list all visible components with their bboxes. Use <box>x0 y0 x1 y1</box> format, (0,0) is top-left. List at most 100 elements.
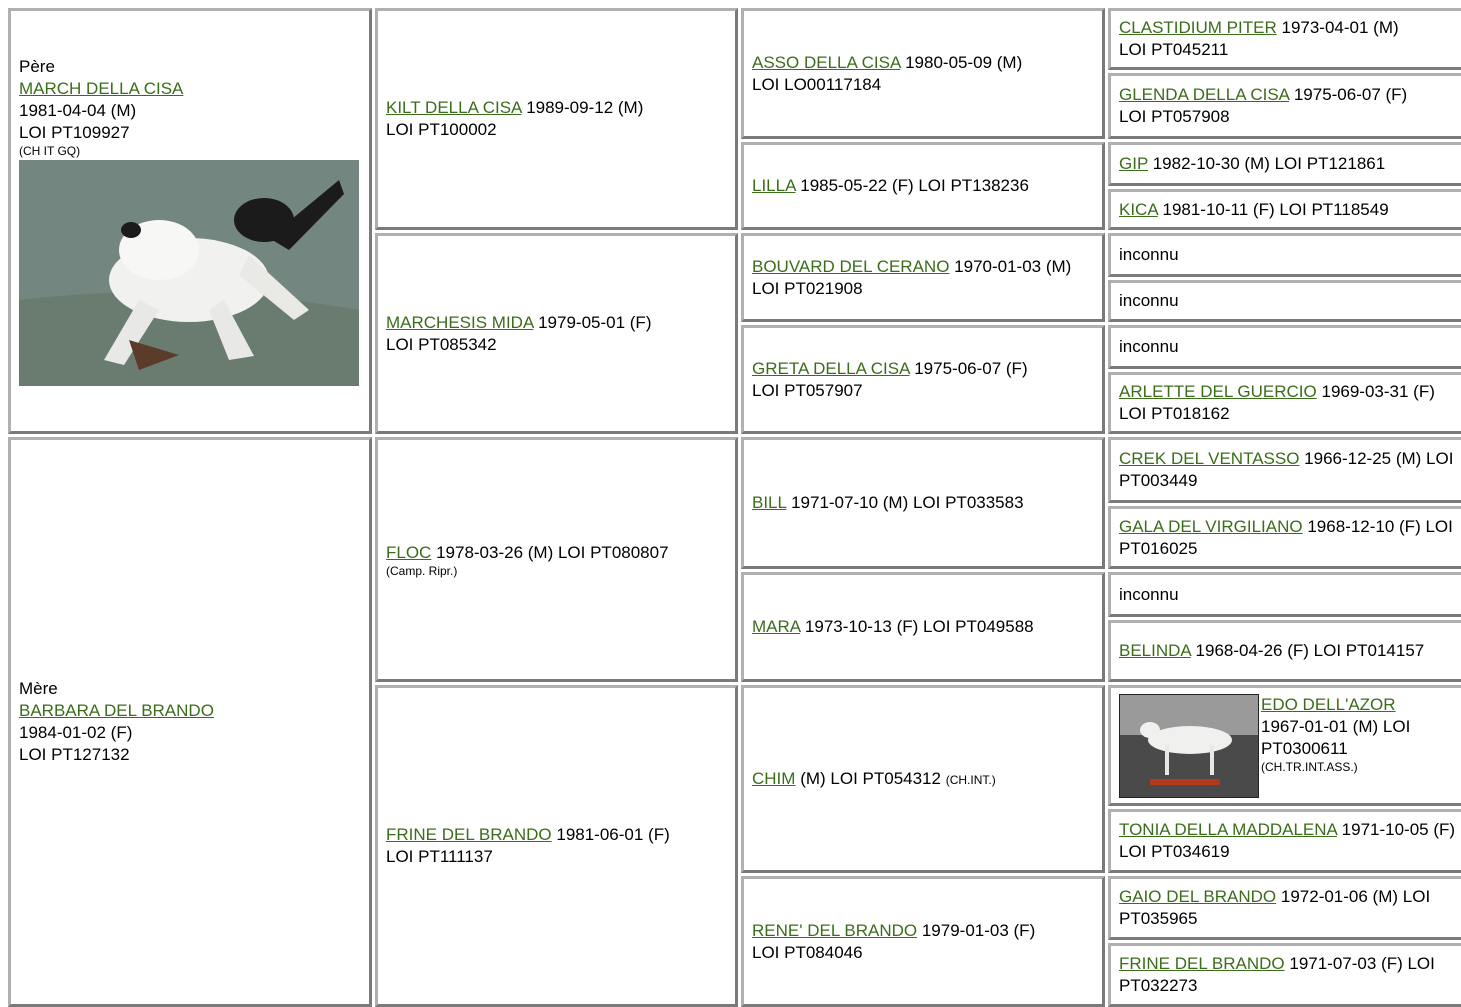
gen3-name-link[interactable]: BOUVARD DEL CERANO <box>752 256 950 276</box>
gen4-info: 1973-04-01 (M) <box>1281 18 1399 37</box>
gen2-cell-1: MARCHESIS MIDA 1979-05-01 (F) LOI PT0853… <box>375 233 738 434</box>
gen4-cell-10: inconnu <box>1108 572 1461 617</box>
gen3-cell-6: CHIM (M) LOI PT054312 (CH.INT.) <box>741 685 1105 873</box>
gen4-cell-1: GLENDA DELLA CISA 1975-06-07 (F) LOI PT0… <box>1108 73 1461 139</box>
unknown-label: inconnu <box>1119 245 1179 264</box>
gen4-title: (CH.TR.INT.ASS.) <box>1261 759 1358 774</box>
gen4-info: 1966-12-25 (M) LOI PT003449 <box>1119 449 1454 490</box>
dam-cell: Mère BARBARA DEL BRANDO 1984-01-02 (F) L… <box>8 437 372 1007</box>
gen3-info: 1985-05-22 (F) LOI PT138236 <box>800 176 1029 195</box>
gen4-loi: LOI PT057908 <box>1119 107 1230 126</box>
unknown-label: inconnu <box>1119 584 1179 604</box>
dam-role-label: Mère <box>19 679 58 698</box>
gen3-name-link[interactable]: GRETA DELLA CISA <box>752 358 910 378</box>
gen4-info: 1982-10-30 (M) LOI PT121861 <box>1152 154 1386 173</box>
gen4-cell-5: inconnu <box>1108 280 1461 322</box>
gen3-loi: LOI LO00117184 <box>752 74 882 94</box>
gen3-name-link[interactable]: BILL <box>752 493 787 512</box>
gen4-cell-0: CLASTIDIUM PITER 1973-04-01 (M) LOI PT04… <box>1108 8 1461 70</box>
gen3-info: 1973-10-13 (F) LOI PT049588 <box>804 617 1034 636</box>
gen3-cell-1: LILLA 1985-05-22 (F) LOI PT138236 <box>741 142 1105 230</box>
gen4-cell-7: ARLETTE DEL GUERCIO 1969-03-31 (F) LOI P… <box>1108 372 1461 434</box>
gen4-cell-9: GALA DEL VIRGILIANO 1968-12-10 (F) LOI P… <box>1108 506 1461 569</box>
gen4-name-link[interactable]: CLASTIDIUM PITER <box>1119 18 1277 37</box>
dam-loi: LOI PT127132 <box>19 745 130 764</box>
gen2-name-link[interactable]: MARCHESIS MIDA <box>386 312 534 332</box>
sire-cell: Père MARCH DELLA CISA 1981-04-04 (M) LOI… <box>8 8 372 434</box>
gen3-info: 1970-01-03 (M) LOI PT021908 <box>752 256 1072 298</box>
sire-role-label: Père <box>19 57 55 76</box>
gen4-info: 1971-07-03 (F) LOI PT032273 <box>1119 954 1435 995</box>
gen4-info: 1981-10-11 (F) LOI PT118549 <box>1162 199 1389 219</box>
gen3-loi: LOI PT084046 <box>752 942 863 962</box>
gen2-cell-0: KILT DELLA CISA 1989-09-12 (M) LOI PT100… <box>375 8 738 230</box>
gen2-loi: LOI PT085342 <box>386 334 497 354</box>
sire-photo <box>19 160 359 386</box>
unknown-label: inconnu <box>1119 291 1179 310</box>
gen4-info: 1975-06-07 (F) <box>1293 85 1408 104</box>
gen4-loi: LOI PT045211 <box>1119 40 1229 59</box>
gen2-name-link[interactable]: FRINE DEL BRANDO <box>386 825 552 844</box>
gen3-cell-2: BOUVARD DEL CERANO 1970-01-03 (M) LOI PT… <box>741 233 1105 322</box>
gen2-title: (Camp. Ripr.) <box>386 563 458 578</box>
gen2-name-link[interactable]: KILT DELLA CISA <box>386 98 522 117</box>
gen4-info: 1969-03-31 (F) LOI PT018162 <box>1119 382 1435 423</box>
gen2-info: 1989-09-12 (M) <box>526 98 644 117</box>
gen3-name-link[interactable]: CHIM <box>752 769 796 788</box>
gen3-info: 1975-06-07 (F) <box>914 358 1028 378</box>
gen2-info: 1979-05-01 (F) <box>538 312 652 332</box>
edo-photo <box>1119 693 1259 798</box>
gen3-info: (M) LOI PT054312 <box>800 769 941 788</box>
gen4-name-link[interactable]: TONIA DELLA MADDALENA <box>1119 820 1337 839</box>
gen4-info: 1968-12-10 (F) LOI PT016025 <box>1119 516 1453 558</box>
gen3-cell-3: GRETA DELLA CISA 1975-06-07 (F) LOI PT05… <box>741 325 1105 434</box>
gen2-name-link[interactable]: FLOC <box>386 542 432 562</box>
gen4-name-link[interactable]: GIP <box>1119 154 1148 173</box>
gen4-cell-11: BELINDA 1968-04-26 (F) LOI PT014157 <box>1108 620 1461 682</box>
gen4-name-link[interactable]: KICA <box>1119 199 1158 219</box>
gen4-name-link[interactable]: EDO DELL'AZOR <box>1261 694 1396 714</box>
sire-name-link[interactable]: MARCH DELLA CISA <box>19 79 184 98</box>
gen4-info: 1968-04-26 (F) LOI PT014157 <box>1195 641 1425 660</box>
gen4-cell-13: TONIA DELLA MADDALENA 1971-10-05 (F) LOI… <box>1108 809 1461 873</box>
gen2-info: 1978-03-26 (M) LOI PT080807 <box>436 542 669 562</box>
gen4-info: 1967-01-01 (M) LOI PT0300611 <box>1261 716 1411 758</box>
gen3-name-link[interactable]: LILLA <box>752 176 796 195</box>
dam-date-sex: 1984-01-02 (F) <box>19 723 133 742</box>
gen4-name-link[interactable]: FRINE DEL BRANDO <box>1119 954 1285 973</box>
gen3-cell-0: ASSO DELLA CISA 1980-05-09 (M) LOI LO001… <box>741 8 1105 139</box>
gen4-cell-2: GIP 1982-10-30 (M) LOI PT121861 <box>1108 142 1461 186</box>
gen3-cell-5: MARA 1973-10-13 (F) LOI PT049588 <box>741 572 1105 682</box>
gen4-info: 1971-10-05 (F) LOI PT034619 <box>1119 820 1456 861</box>
dam-name-link[interactable]: BARBARA DEL BRANDO <box>19 701 214 720</box>
gen4-name-link[interactable]: BELINDA <box>1119 641 1191 660</box>
gen2-loi: LOI PT111137 <box>386 847 493 866</box>
gen3-info: 1971-07-10 (M) LOI PT033583 <box>791 493 1024 512</box>
gen2-loi: LOI PT100002 <box>386 120 497 139</box>
gen2-cell-3: FRINE DEL BRANDO 1981-06-01 (F) LOI PT11… <box>375 685 738 1007</box>
gen4-cell-4: inconnu <box>1108 233 1461 277</box>
gen3-name-link[interactable]: ASSO DELLA CISA <box>752 52 901 72</box>
gen4-cell-15: FRINE DEL BRANDO 1971-07-03 (F) LOI PT03… <box>1108 943 1461 1007</box>
sire-title: (CH IT GQ) <box>19 144 81 158</box>
gen3-name-link[interactable]: RENE' DEL BRANDO <box>752 920 918 940</box>
gen3-info: 1979-01-03 (F) <box>921 920 1036 940</box>
gen3-info: 1980-05-09 (M) <box>905 52 1023 72</box>
gen3-loi: LOI PT057907 <box>752 380 863 400</box>
gen4-name-link[interactable]: GALA DEL VIRGILIANO <box>1119 516 1303 536</box>
gen3-cell-7: RENE' DEL BRANDO 1979-01-03 (F) LOI PT08… <box>741 876 1105 1007</box>
gen4-cell-12: EDO DELL'AZOR 1967-01-01 (M) LOI PT03006… <box>1108 685 1461 806</box>
gen2-cell-2: FLOC 1978-03-26 (M) LOI PT080807 (Camp. … <box>375 437 738 682</box>
sire-date-sex: 1981-04-04 (M) <box>19 101 137 120</box>
gen4-cell-3: KICA 1981-10-11 (F) LOI PT118549 <box>1108 189 1461 230</box>
gen4-name-link[interactable]: GLENDA DELLA CISA <box>1119 85 1290 104</box>
gen4-cell-14: GAIO DEL BRANDO 1972-01-06 (M) LOI PT035… <box>1108 876 1461 940</box>
gen4-name-link[interactable]: ARLETTE DEL GUERCIO <box>1119 382 1317 401</box>
gen4-name-link[interactable]: CREK DEL VENTASSO <box>1119 449 1300 468</box>
gen3-cell-4: BILL 1971-07-10 (M) LOI PT033583 <box>741 437 1105 569</box>
unknown-label: inconnu <box>1119 337 1179 356</box>
gen4-cell-8: CREK DEL VENTASSO 1966-12-25 (M) LOI PT0… <box>1108 437 1461 503</box>
gen3-name-link[interactable]: MARA <box>752 617 801 636</box>
gen4-name-link[interactable]: GAIO DEL BRANDO <box>1119 887 1277 906</box>
sire-loi: LOI PT109927 <box>19 123 130 142</box>
